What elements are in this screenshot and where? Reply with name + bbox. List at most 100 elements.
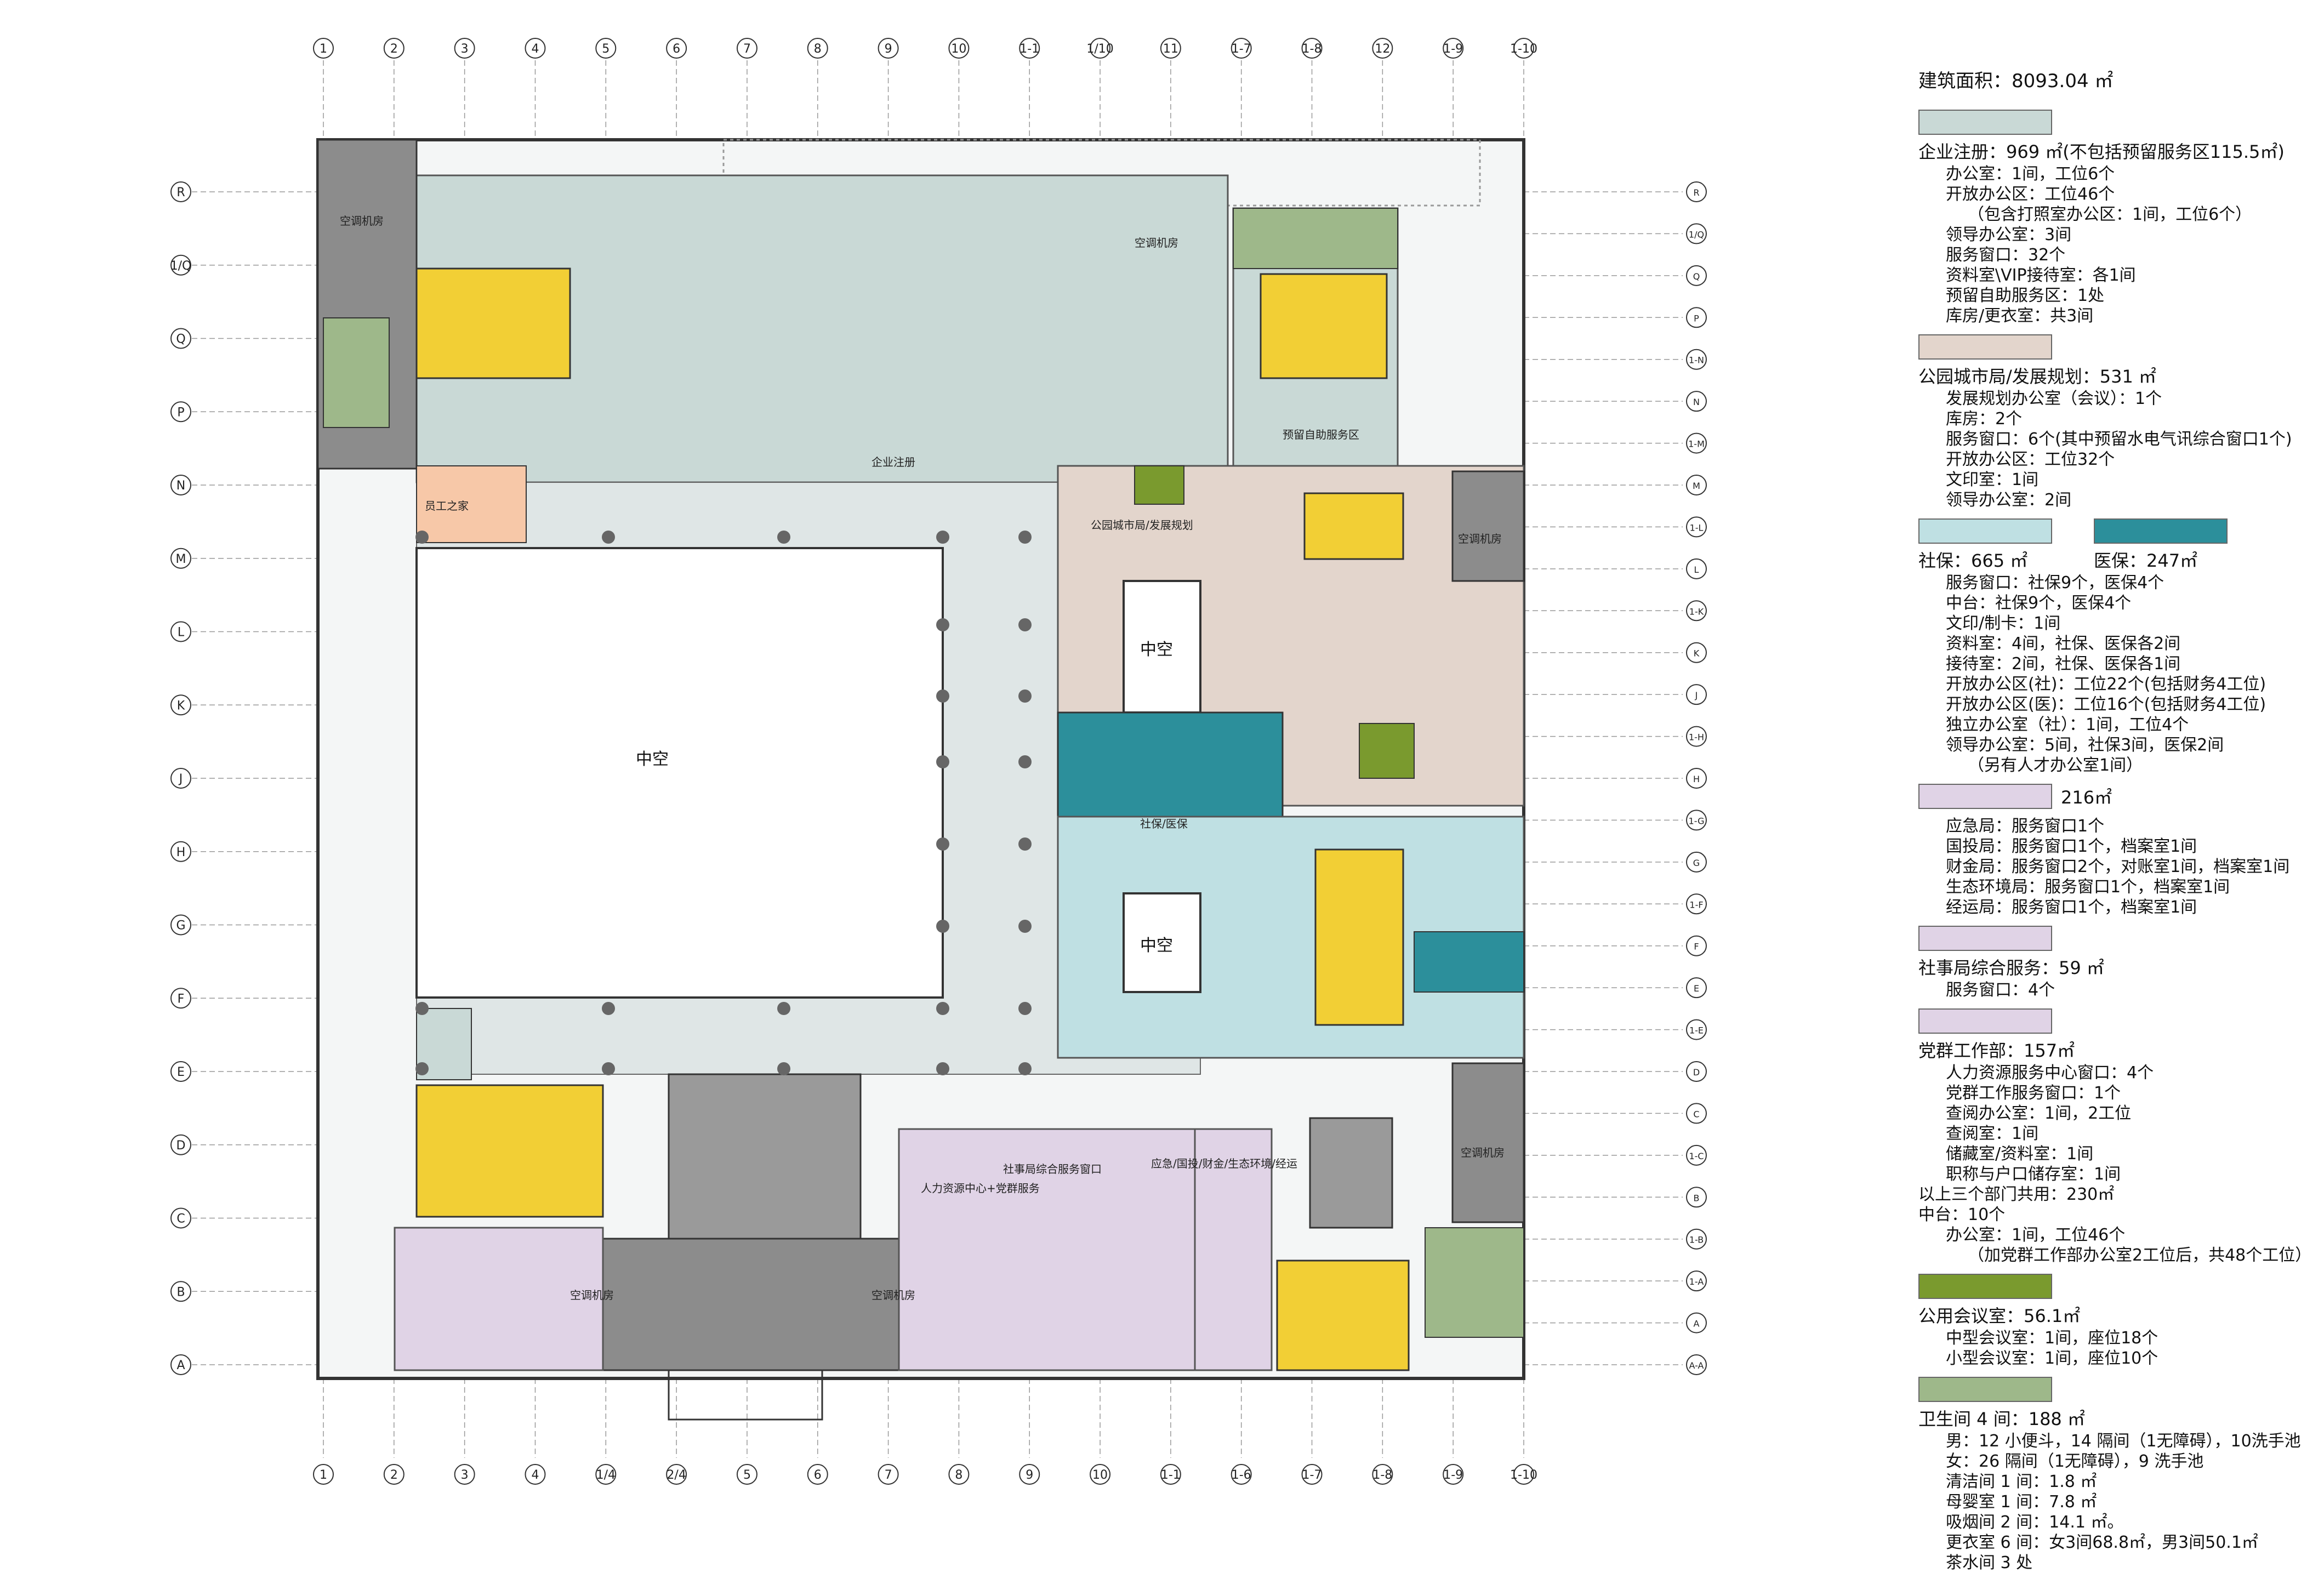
legend-line: 小型会议室：1间，座位10个 [1946,1349,2158,1368]
col-axis-top-bubble [1019,38,1040,59]
legend-line: （包含打照室办公区：1间，工位6个） [1968,205,2252,224]
legend-line: 储藏室/资料室：1间 [1946,1144,2094,1164]
legend-line: 男：12 小便斗，14 隔间（1无障碍），10洗手池 [1946,1432,2301,1451]
legend-section-head: 党群工作部：157㎡ [1918,1040,2075,1061]
row-axis-left-label: J [178,772,183,786]
row-axis-right-label: A [1694,1319,1700,1329]
row-axis-right-label: 1-E [1689,1025,1704,1036]
core-planning [1303,492,1404,560]
col-axis-bottom-bubble [1513,1464,1534,1485]
core-right-mid [1314,848,1404,1026]
row-axis-right-bubble [1686,851,1707,873]
col-axis-top-bubble [595,38,617,59]
legend-line: 查阅室：1间 [1946,1124,2039,1143]
row-axis-left-label: M [176,552,186,566]
legend-section-head: 216㎡ [2061,787,2112,808]
legend-line: 服务窗口：32个 [1946,246,2066,265]
row-axis-right-bubble [1686,1144,1707,1166]
col-axis-top-bubble [948,38,970,59]
col-axis-top-label: 1-1 [1019,42,1039,56]
col-axis-bottom-bubble [666,1464,687,1485]
col-axis-top-label: 1-7 [1232,42,1251,56]
row-axis-right-bubble [1686,223,1707,244]
ac-room-right [1451,470,1525,582]
col-axis-bottom-label: 2/4 [667,1468,686,1482]
row-axis-left-label: H [176,846,186,859]
legend-line: 职称与户口储存室：1间 [1946,1165,2121,1184]
row-axis-right-label: Q [1693,271,1700,282]
toilet-right-bottom [1425,1227,1524,1338]
legend-section-head-2: 医保：247㎡ [2094,550,2198,571]
col-axis-top-bubble [666,38,687,59]
legend-line: 资料室：4间，社保、医保各2间 [1946,634,2181,653]
row-axis-right-bubble [1686,516,1707,538]
col-axis-top-label: 1/10 [1086,42,1113,56]
column [1018,1002,1032,1015]
col-axis-top-label: 3 [461,42,469,56]
legend-line: 茶水间 3 处 [1946,1553,2033,1572]
column [415,1062,429,1075]
col-axis-top-bubble [878,38,899,59]
row-axis-left-bubble [170,1354,191,1375]
row-axis-left-label: G [176,919,185,933]
ac-room-right-low [1451,1062,1525,1223]
col-axis-top-label: 1-10 [1510,42,1537,56]
row-axis-left-bubble [170,621,191,642]
legend-swatch [1918,334,2052,360]
column [1018,531,1032,544]
legend-line: 库房：2个 [1946,409,2023,429]
zones [316,138,1525,1421]
col-axis-top-label: 5 [602,42,610,56]
col-axis-top-bubble [1090,38,1111,59]
col-axis-top-bubble [1513,38,1534,59]
legend-swatch [1918,110,2052,135]
core-right-top [1260,273,1388,379]
col-axis-top-label: 8 [814,42,822,56]
legend-line: 领导办公室：2间 [1946,491,2072,510]
row-axis-left-label: 1/Q [170,259,192,273]
legend-line: 生态环境局：服务窗口1个，档案室1间 [1946,877,2230,897]
legend-total-area: 建筑面积：8093.04 ㎡ [1918,70,2114,92]
row-axis-right-label: J [1695,690,1698,700]
medical-counter [1414,931,1524,993]
legend-line: 查阅办公室：1间，2工位 [1946,1104,2132,1123]
structural-columns [415,531,1032,1075]
row-axis-right-label: 1-K [1689,606,1704,617]
col-axis-bottom-label: 7 [885,1468,892,1482]
col-axis-bottom-label: 5 [743,1468,751,1482]
col-axis-bottom-bubble [595,1464,617,1485]
row-axis-right-bubble [1686,349,1707,370]
column [415,1002,429,1015]
col-axis-top-bubble [454,38,475,59]
legend-line: 中型会议室：1间，座位18个 [1946,1329,2158,1348]
legend-swatch-medical [2094,518,2228,544]
row-axis-left-bubble [170,475,191,495]
row-axis-right-label: R [1693,187,1699,198]
legend-line: 发展规划办公室（会议）：1个 [1946,389,2162,408]
legend-line: 人力资源服务中心窗口：4个 [1946,1063,2154,1082]
row-axis-left-bubble [170,694,191,716]
row-axis-right-label: 1-H [1689,732,1704,743]
row-axis-left-label: F [178,992,185,1006]
col-axis-bottom-bubble [1160,1464,1181,1485]
col-axis-bottom-bubble [454,1464,475,1485]
row-axis-right-bubble [1686,1061,1707,1082]
row-axis-right-bubble [1686,1270,1707,1292]
row-axis-left-bubble [170,1134,191,1155]
row-axis-right-label: A-A [1689,1360,1704,1371]
bureau-zone [1194,1128,1273,1371]
row-axis-right-bubble [1686,977,1707,999]
row-axis-right-label: M [1693,481,1700,491]
legend-swatch [1918,784,2052,809]
row-axis-right-bubble [1686,1019,1707,1040]
row-axis-left-bubble [170,988,191,1009]
row-axis-right-bubble [1686,768,1707,789]
col-axis-bottom-label: 4 [531,1468,539,1482]
column [936,1062,949,1075]
column [777,531,790,544]
reserve-label: 预留自助服务区 [1283,428,1359,441]
legend-section-head: 社保：665 ㎡ [1918,550,2028,571]
ac-label-5: 空调机房 [872,1289,915,1302]
